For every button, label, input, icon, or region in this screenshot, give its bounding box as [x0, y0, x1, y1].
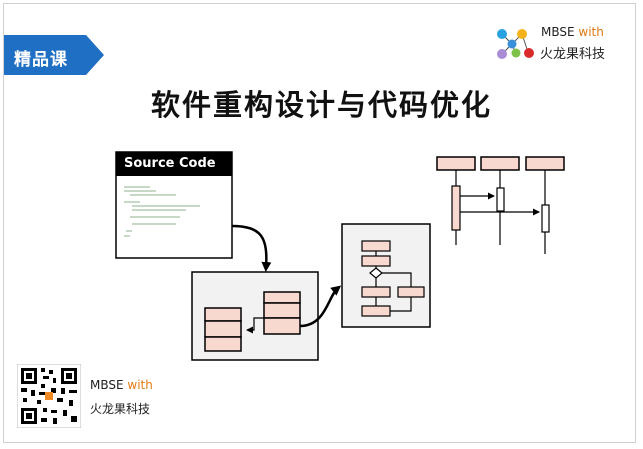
flowchart-box	[341, 223, 431, 328]
brand-company: 火龙果科技	[540, 47, 606, 62]
source-code-panel	[115, 151, 233, 259]
brand-name: MBSE with	[541, 25, 604, 39]
slide-frame	[3, 3, 636, 443]
class-structure-box	[191, 271, 319, 361]
sequence-diagram	[436, 156, 565, 254]
course-badge	[4, 35, 104, 75]
source-code-title: Source Code	[124, 156, 216, 171]
footer-brand-name: MBSE with	[90, 378, 153, 392]
footer-company: 火龙果科技	[90, 402, 151, 416]
course-badge-label: 精品课	[14, 50, 68, 70]
page-title: 软件重构设计与代码优化	[150, 88, 492, 122]
brand-logo-icon	[497, 29, 534, 59]
qr-code	[17, 364, 81, 428]
